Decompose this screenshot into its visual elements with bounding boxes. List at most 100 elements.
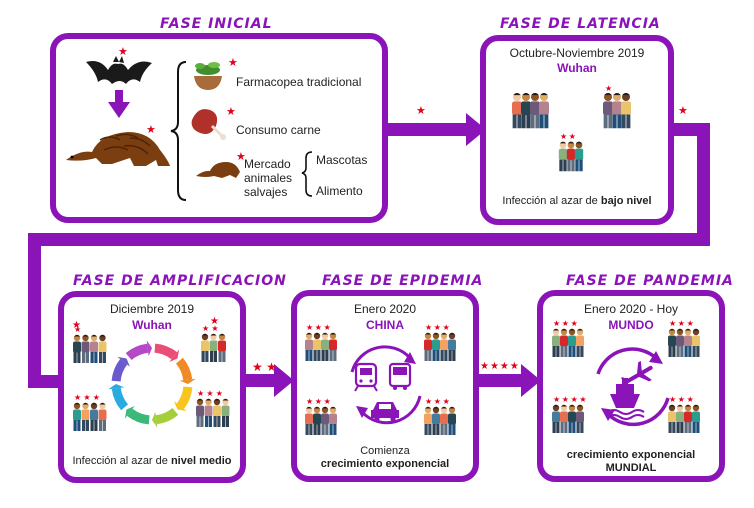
person-icon bbox=[512, 92, 522, 129]
star: ★ bbox=[678, 319, 685, 328]
star: ★ bbox=[83, 393, 90, 402]
person-icon bbox=[621, 92, 631, 129]
phase-box-pandemia bbox=[537, 290, 725, 482]
person-icon bbox=[566, 141, 576, 172]
person-icon bbox=[568, 404, 576, 433]
star: ★ bbox=[553, 395, 560, 404]
star: ★ bbox=[579, 395, 586, 404]
star: ★ bbox=[687, 319, 694, 328]
cycle-arrowhead bbox=[146, 340, 152, 357]
person-icon bbox=[321, 332, 329, 361]
star: ★ bbox=[669, 395, 676, 404]
item-mercado: Mercado animales salvajes bbox=[244, 157, 293, 199]
latencia-place: Wuhan bbox=[557, 61, 597, 75]
person-icon bbox=[432, 332, 440, 361]
star: ★ bbox=[202, 324, 209, 333]
star: ★ bbox=[324, 397, 331, 406]
epidemia-date: Enero 2020 bbox=[353, 302, 417, 316]
star: ★ bbox=[210, 316, 219, 327]
star: ★ bbox=[74, 393, 81, 402]
star: ★ bbox=[146, 124, 156, 136]
person-icon bbox=[552, 328, 560, 357]
phase-title-inicial: FASE INICIAL bbox=[160, 16, 273, 32]
person-icon bbox=[209, 333, 218, 362]
star: ★ bbox=[443, 397, 450, 406]
person-icon bbox=[576, 404, 584, 433]
person-icon bbox=[218, 333, 226, 362]
person-icon bbox=[196, 398, 204, 427]
star: ★ bbox=[425, 397, 432, 406]
epidemia-place: CHINA bbox=[366, 318, 404, 332]
phase-title-epidemia: FASE DE EPIDEMIA bbox=[322, 273, 484, 289]
pandemia-caption-2: MUNDIAL bbox=[605, 462, 657, 474]
cycle-segment bbox=[155, 407, 179, 425]
pangolin-icon bbox=[196, 162, 240, 178]
star: ★ bbox=[74, 325, 81, 334]
cycle-segment bbox=[175, 357, 193, 381]
amplificacion-date: Diciembre 2019 bbox=[109, 302, 195, 316]
person-icon bbox=[424, 406, 432, 435]
person-icon bbox=[204, 398, 213, 427]
caption-prefix: Infección al azar de bbox=[502, 195, 601, 207]
star: ★ bbox=[434, 323, 441, 332]
star: ★ bbox=[93, 393, 100, 402]
star: ★ bbox=[562, 319, 569, 328]
star: ★ bbox=[560, 132, 567, 141]
star: ★ bbox=[211, 324, 218, 333]
person-icon bbox=[73, 402, 81, 431]
star: ★ bbox=[443, 323, 450, 332]
star: ★ bbox=[687, 395, 694, 404]
star: ★ bbox=[228, 57, 238, 69]
person-icon bbox=[568, 328, 576, 357]
herbs-icon bbox=[194, 62, 222, 90]
person-icon bbox=[448, 332, 456, 361]
airplane-icon bbox=[620, 360, 653, 384]
person-icon bbox=[448, 406, 456, 435]
person-icon bbox=[213, 398, 221, 427]
meat-icon bbox=[191, 109, 226, 140]
person-icon bbox=[313, 332, 321, 361]
epidemia-caption-2: crecimiento exponencial bbox=[320, 458, 450, 470]
cycle-segment bbox=[125, 343, 149, 361]
star: ★ bbox=[226, 106, 236, 118]
cycle-segment bbox=[111, 358, 128, 382]
person-icon bbox=[560, 404, 568, 433]
star: ★ bbox=[605, 84, 612, 93]
person-icon bbox=[692, 328, 700, 357]
person-icon bbox=[603, 92, 613, 129]
amplificacion-caption: Infección al azar de nivel medio bbox=[62, 455, 242, 467]
person-icon bbox=[539, 92, 549, 129]
bat-icon bbox=[86, 56, 152, 84]
person-icon bbox=[98, 402, 107, 431]
connector-star-2: ★ bbox=[678, 105, 688, 117]
train-icon bbox=[354, 362, 378, 392]
person-icon bbox=[552, 404, 560, 433]
caption-bold: bajo nivel bbox=[600, 195, 652, 207]
star: ★ bbox=[553, 319, 560, 328]
bus-icon bbox=[388, 362, 412, 390]
star: ★ bbox=[216, 389, 223, 398]
phase-box-amplificacion bbox=[58, 291, 246, 483]
star: ★ bbox=[306, 397, 313, 406]
cycle-segment bbox=[111, 387, 129, 411]
pandemia-place: MUNDO bbox=[608, 318, 654, 332]
person-icon bbox=[668, 404, 676, 433]
car-icon bbox=[371, 402, 399, 422]
star: ★ bbox=[72, 320, 81, 331]
person-icon bbox=[73, 334, 81, 363]
person-icon bbox=[313, 406, 321, 435]
cycle-segment bbox=[154, 343, 178, 360]
star: ★ bbox=[678, 395, 685, 404]
star: ★ bbox=[571, 319, 578, 328]
person-icon bbox=[90, 402, 98, 431]
cycle-segment bbox=[176, 386, 193, 410]
person-icon bbox=[81, 334, 90, 363]
person-icon bbox=[329, 332, 337, 361]
person-icon bbox=[98, 334, 107, 363]
person-icon bbox=[558, 141, 568, 172]
cycle-arrowhead bbox=[179, 378, 196, 384]
